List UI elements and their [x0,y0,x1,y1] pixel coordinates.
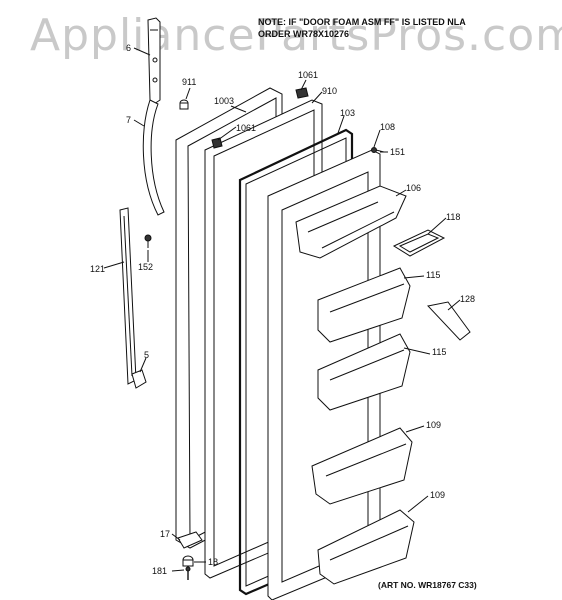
callout-152: 152 [138,262,154,272]
upper-hinge-part [147,17,161,105]
door-bin-lower-b [317,509,415,585]
door-handle-part [142,99,165,216]
callout-1061-lower: 1061 [236,123,257,133]
callout-17: 17 [160,529,171,539]
hinge-pin-part [144,234,152,248]
note-line-1: NOTE: IF "DOOR FOAM ASM FF" IS LISTED NL… [258,17,466,27]
dairy-shelf-part [295,185,407,259]
trim-strip-part [119,207,137,385]
callout-121: 121 [90,264,106,274]
callout-18: 18 [208,557,219,567]
callout-115-lower: 115 [432,347,447,357]
callout-115-upper: 115 [426,270,441,280]
callout-7: 7 [126,115,132,125]
callout-106: 106 [406,183,422,193]
callout-108: 108 [380,122,396,132]
callout-910: 910 [322,86,338,96]
note-line-2: ORDER WR78X10276 [258,29,350,39]
diagram-note: NOTE: IF "DOOR FOAM ASM FF" IS LISTED NL… [258,16,558,40]
callout-911: 911 [182,77,197,87]
plug-part [179,99,189,110]
callout-109-lower: 109 [430,490,446,500]
lower-hinge-part [177,531,203,580]
door-bin-lower-a [311,427,413,505]
callout-5: 5 [144,350,150,360]
bracket-part [131,369,147,389]
callout-1003: 1003 [214,96,235,106]
callout-1061-upper: 1061 [298,70,319,80]
screw-part-151 [371,147,385,153]
callout-103: 103 [340,108,356,118]
leader-lines [103,47,461,572]
callout-151: 151 [390,147,406,157]
clip-part-top [295,87,309,99]
callout-181: 181 [152,566,168,576]
callout-6: 6 [126,43,132,53]
door-bin-upper-a [317,267,411,343]
callout-118: 118 [446,212,461,222]
art-number: (ART NO. WR18767 C33) [378,580,477,590]
door-bin-upper-b [317,333,411,411]
bin-end-part [427,301,471,341]
callout-128: 128 [460,294,476,304]
callout-109-upper: 109 [426,420,442,430]
dairy-cover-part [392,229,446,257]
